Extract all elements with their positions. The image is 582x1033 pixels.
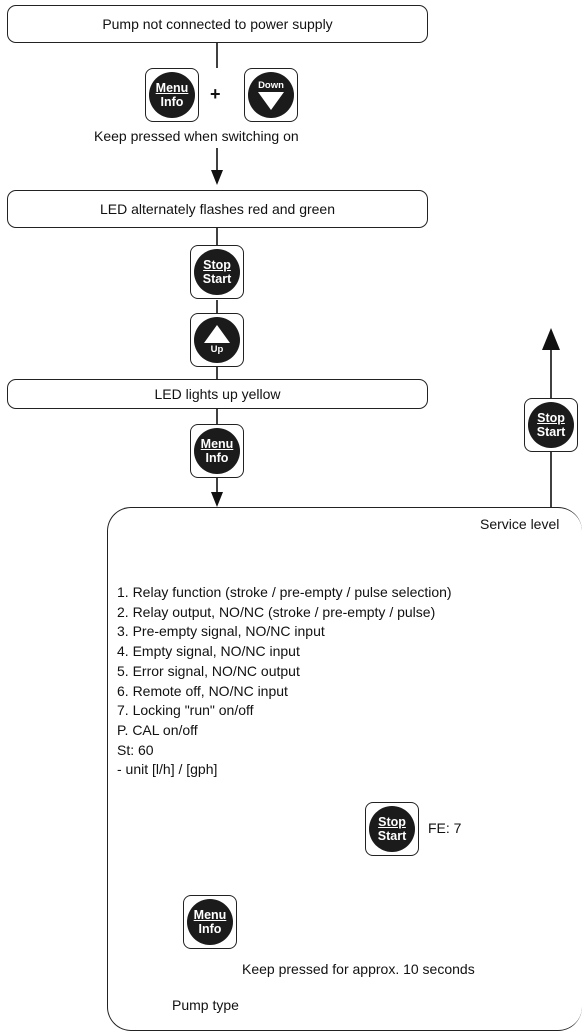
key-label-start: Start — [202, 272, 232, 286]
key-label-down: Down — [258, 80, 284, 91]
up-key[interactable]: Up — [190, 313, 244, 367]
down-button-icon: Down — [248, 72, 294, 118]
service-item: 5. Error signal, NO/NC output — [117, 662, 300, 679]
menu-info-key-2[interactable]: Menu Info — [190, 424, 244, 478]
stop-start-button-icon: Stop Start — [369, 806, 415, 852]
service-item: 1. Relay function (stroke / pre-empty / … — [117, 584, 452, 600]
service-menu-list: 1. Relay function (stroke / pre-empty / … — [117, 583, 452, 780]
service-item: 2. Relay output, NO/NC (stroke / pre-emp… — [117, 603, 436, 620]
up-button-icon: Up — [194, 317, 240, 363]
service-level-label: Service level — [480, 516, 560, 532]
arrow-up-icon — [542, 328, 560, 350]
key-label-stop: Stop — [378, 815, 406, 829]
key-label-stop: Stop — [203, 258, 231, 272]
box-led-yellow: LED lights up yellow — [7, 379, 428, 409]
plus-sign: + — [210, 84, 221, 104]
menu-info-button-icon: Menu Info — [194, 428, 240, 474]
keep-pressed-10s-label: Keep pressed for approx. 10 seconds — [242, 961, 475, 977]
stop-start-key-3[interactable]: Stop Start — [365, 802, 419, 856]
service-item: 7. Locking "run" on/off — [117, 702, 254, 719]
key-label-menu: Menu — [155, 81, 189, 95]
service-item: 4. Empty signal, NO/NC input — [117, 643, 300, 660]
stop-start-key-2[interactable]: Stop Start — [524, 398, 578, 452]
service-item: - unit [l/h] / [gph] — [117, 761, 218, 778]
key-label-info: Info — [205, 451, 229, 465]
menu-info-button-icon: Menu Info — [187, 899, 233, 945]
stop-start-button-icon: Stop Start — [194, 249, 240, 295]
service-item: St: 60 — [117, 741, 154, 758]
box-led-flashing: LED alternately flashes red and green — [7, 190, 428, 228]
key-label-start: Start — [536, 425, 566, 439]
box-pump-not-connected: Pump not connected to power supply — [7, 5, 428, 43]
menu-info-key-3[interactable]: Menu Info — [183, 895, 237, 949]
key-label-up: Up — [210, 344, 224, 355]
pump-type-label: Pump type — [172, 997, 239, 1013]
menu-info-button-icon: Menu Info — [149, 72, 195, 118]
menu-info-key-1[interactable]: Menu Info — [145, 68, 199, 122]
fe-label: FE: 7 — [428, 820, 462, 836]
service-item: P. CAL on/off — [117, 721, 198, 738]
key-label-start: Start — [377, 829, 407, 843]
down-triangle-icon — [258, 92, 284, 110]
keep-pressed-on-label: Keep pressed when switching on — [94, 128, 299, 144]
key-label-info: Info — [160, 95, 184, 109]
stop-start-button-icon: Stop Start — [528, 402, 574, 448]
up-triangle-icon — [204, 325, 230, 343]
arrow-down-icon — [211, 492, 223, 507]
service-item: 6. Remote off, NO/NC input — [117, 682, 288, 699]
key-label-menu: Menu — [200, 437, 234, 451]
stop-start-key-1[interactable]: Stop Start — [190, 245, 244, 299]
down-key[interactable]: Down — [244, 68, 298, 122]
box-text-led-yellow: LED lights up yellow — [154, 386, 281, 402]
key-label-stop: Stop — [537, 411, 565, 425]
box-text-pump-not-connected: Pump not connected to power supply — [102, 16, 333, 32]
box-text-led-flashing: LED alternately flashes red and green — [99, 201, 336, 217]
key-label-menu: Menu — [193, 908, 227, 922]
key-label-info: Info — [198, 922, 222, 936]
service-item: 3. Pre-empty signal, NO/NC input — [117, 623, 325, 640]
arrow-down-icon — [211, 170, 223, 185]
